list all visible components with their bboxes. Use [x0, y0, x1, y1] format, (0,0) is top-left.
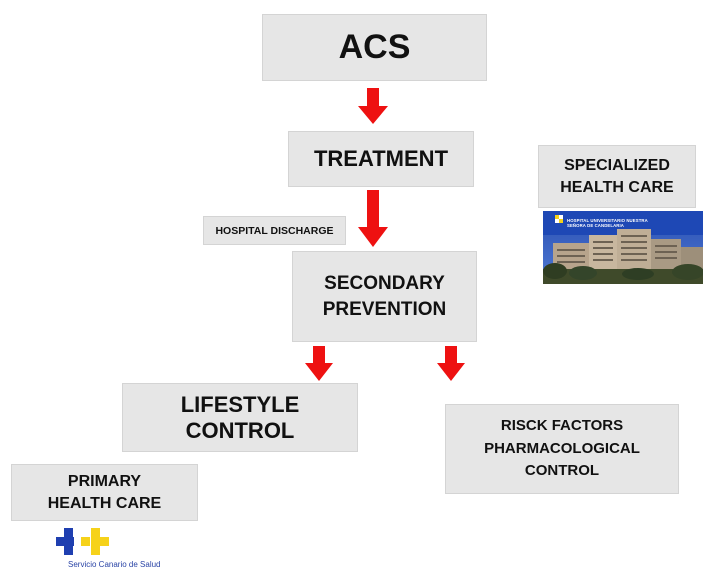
node-treatment: TREATMENT: [288, 131, 474, 187]
node-specialized-health-care: SPECIALIZED HEALTH CARE: [538, 145, 696, 208]
node-secondary-prevention: SECONDARY PREVENTION: [292, 251, 477, 342]
hospital-building-illustration: [543, 211, 703, 284]
arrow-secondary-to-risk-factors: [437, 346, 465, 381]
hospital-discharge-label: HOSPITAL DISCHARGE: [215, 224, 334, 237]
arrow-secondary-to-lifestyle: [305, 346, 333, 381]
node-acs-label: ACS: [338, 28, 411, 66]
node-risk-factors-label: RISCK FACTORS PHARMACOLOGICAL CONTROL: [484, 417, 640, 480]
node-primary-health-care-label: PRIMARY HEALTH CARE: [47, 472, 162, 512]
node-lifestyle-control: LIFESTYLE CONTROL: [122, 383, 358, 452]
node-secondary-prevention-label: SECONDARY PREVENTION: [322, 272, 447, 320]
node-treatment-label: TREATMENT: [313, 146, 449, 171]
hospital-name-text: HOSPITAL UNIVERSITARIO NUESTRA SEÑORA DE…: [567, 218, 648, 229]
node-acs: ACS: [262, 14, 487, 81]
arrow-acs-to-treatment: [358, 88, 388, 124]
scs-logo-text: Servicio Canario de Salud: [68, 560, 161, 569]
hospital-discharge-label-box: HOSPITAL DISCHARGE: [203, 216, 346, 245]
node-specialized-health-care-label: SPECIALIZED HEALTH CARE: [560, 156, 674, 196]
node-primary-health-care: PRIMARY HEALTH CARE: [11, 464, 198, 521]
hospital-photo: HOSPITAL UNIVERSITARIO NUESTRA SEÑORA DE…: [543, 211, 703, 284]
scs-cross-icon: [56, 528, 109, 555]
arrow-treatment-to-secondary: [358, 190, 388, 247]
scs-logo: Servicio Canario de Salud: [56, 526, 161, 580]
node-risk-factors: RISCK FACTORS PHARMACOLOGICAL CONTROL: [445, 404, 679, 494]
node-lifestyle-control-label: LIFESTYLE CONTROL: [180, 392, 300, 443]
